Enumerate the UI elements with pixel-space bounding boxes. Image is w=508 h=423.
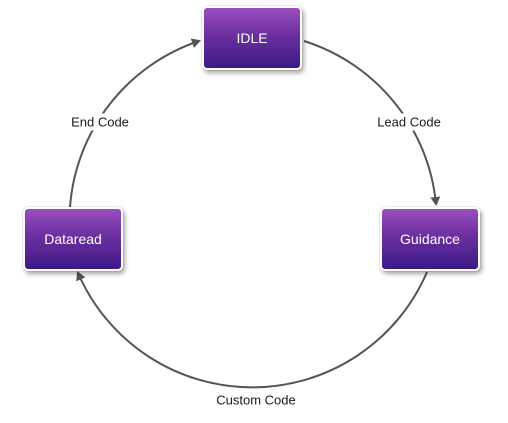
- edge-label-custom-code: Custom Code: [213, 391, 299, 409]
- edge-label-end-code: End Code: [68, 113, 132, 131]
- node-guidance-label: Guidance: [400, 231, 460, 247]
- node-idle: IDLE: [202, 6, 302, 70]
- edge-label-lead-code: Lead Code: [374, 113, 444, 131]
- arrow-guidance-to-dataread: [76, 271, 428, 389]
- node-dataread-label: Dataread: [44, 231, 102, 247]
- arrow-dataread-to-idle: [69, 38, 201, 208]
- arrow-idle-to-guidance: [303, 40, 441, 206]
- node-dataread: Dataread: [23, 207, 123, 271]
- node-guidance: Guidance: [380, 207, 480, 271]
- node-idle-label: IDLE: [236, 30, 268, 46]
